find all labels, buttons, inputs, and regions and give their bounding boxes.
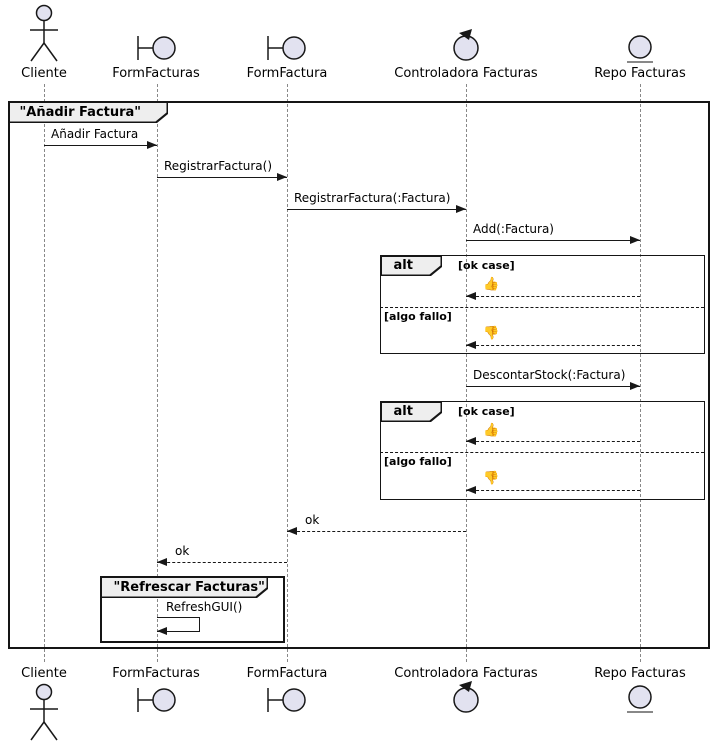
participant-label-controladora-top: Controladora Facturas [394,66,538,81]
participant-label-formfacturas-bottom: FormFacturas [112,666,200,681]
participant-label-formfactura-bottom: FormFactura [246,666,328,681]
message-arrow [44,145,157,146]
thumbs-up-label: 👍 [483,423,500,438]
message-arrow [157,177,287,178]
alt1-keyword-shape: alt [380,255,442,276]
actor-icon [24,683,64,747]
alt1-guard-ok: [ok case] [458,259,515,272]
arrowhead-icon [277,173,287,181]
actor-icon [24,4,64,68]
return-arrow [466,490,640,491]
main-frame [8,101,710,649]
control-icon [450,27,482,67]
participant-label-cliente-top: Cliente [21,66,67,81]
participant-label-repo-bottom: Repo Facturas [594,666,686,681]
return-arrow [157,562,287,563]
alt2-guard-fail: [algo fallo] [384,455,452,468]
main-frame-title-shape: "Añadir Factura" [8,101,168,123]
message-label: DescontarStock(:Factura) [473,368,626,382]
alt1-keyword: alt [393,258,413,273]
alt-fragment-2 [380,401,705,500]
lifeline-cliente [44,84,45,662]
message-arrow [287,209,466,210]
thumbs-up-label: 👍 [483,277,500,292]
entity-icon [624,32,656,70]
group-title: "Refrescar Facturas" [113,579,265,595]
boundary-icon [135,685,177,719]
lifeline-repo [640,84,641,662]
message-label: ok [305,513,320,527]
arrowhead-icon [157,558,167,566]
boundary-icon [135,33,177,67]
arrowhead-icon [456,205,466,213]
self-message-arrow [157,617,200,632]
participant-label-cliente-bottom: Cliente [21,666,67,681]
message-label: RegistrarFactura(:Factura) [294,191,451,205]
message-label: Add(:Factura) [473,222,554,236]
arrowhead-icon [287,527,297,535]
return-arrow [466,296,640,297]
arrowhead-icon [466,437,476,445]
participant-label-formfactura-top: FormFactura [246,66,328,81]
arrowhead-icon [466,292,476,300]
boundary-icon [265,685,307,719]
alt1-divider [380,307,704,308]
arrowhead-icon [147,141,157,149]
arrowhead-icon [630,236,640,244]
participant-label-repo-top: Repo Facturas [594,66,686,81]
message-label: ok [175,544,190,558]
participant-label-formfacturas-top: FormFacturas [112,66,200,81]
alt1-guard-fail: [algo fallo] [384,310,452,323]
return-arrow [466,345,640,346]
message-label: RefreshGUI() [166,600,243,614]
alt-fragment-1 [380,255,705,354]
participant-label-controladora-bottom: Controladora Facturas [394,666,538,681]
message-arrow [466,386,640,387]
alt2-keyword-shape: alt [380,401,442,422]
message-arrow [466,240,640,241]
alt2-divider [380,452,704,453]
control-icon [450,679,482,719]
arrowhead-icon [466,341,476,349]
main-frame-title: "Añadir Factura" [19,104,142,120]
lifeline-controladora [466,84,467,662]
thumbs-down-label: 👎 [483,471,500,486]
message-label: Añadir Factura [51,127,139,141]
alt2-guard-ok: [ok case] [458,405,515,418]
group-title-shape: "Refrescar Facturas" [100,576,268,598]
lifeline-formfactura [287,84,288,662]
thumbs-down-label: 👎 [483,326,500,341]
boundary-icon [265,33,307,67]
return-arrow [287,531,466,532]
arrowhead-icon [630,382,640,390]
alt2-keyword: alt [393,404,413,419]
arrowhead-icon [466,486,476,494]
entity-icon [624,682,656,720]
message-label: RegistrarFactura() [164,159,273,173]
arrowhead-icon [157,627,167,635]
return-arrow [466,441,640,442]
lifeline-formfacturas [157,84,158,662]
